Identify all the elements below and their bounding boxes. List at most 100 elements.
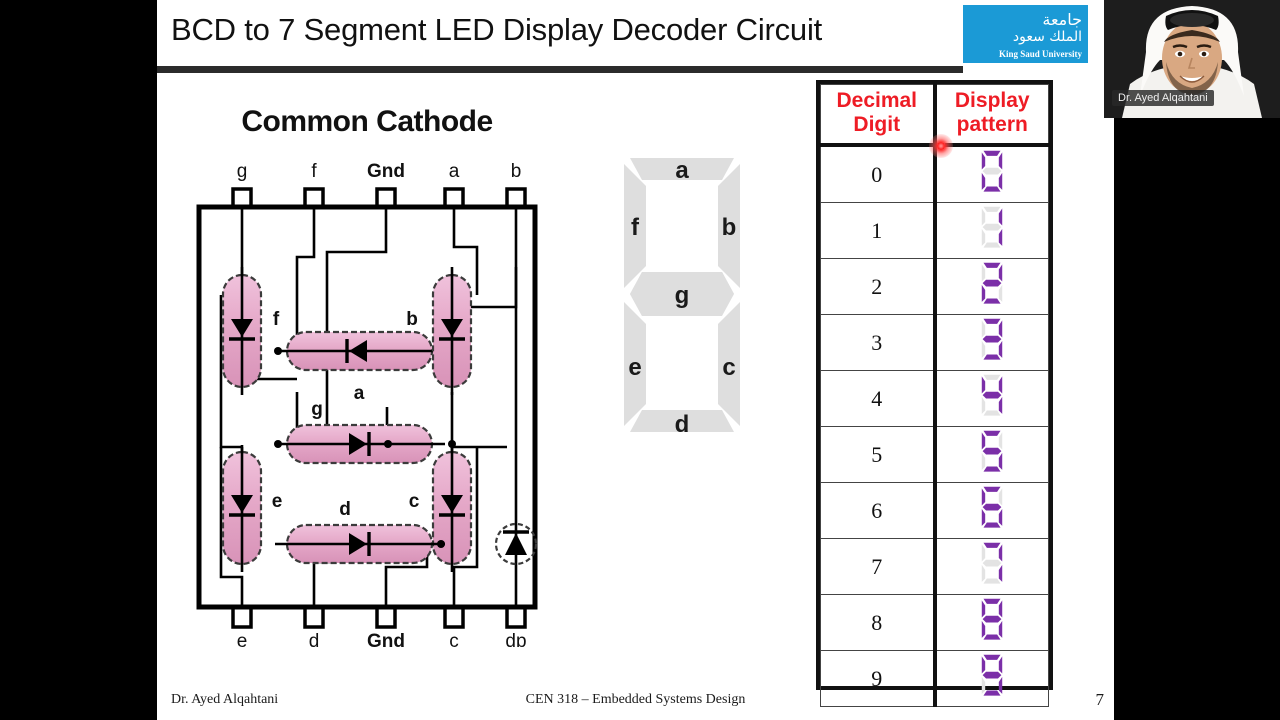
seg-a [983, 262, 1001, 269]
svg-text:Gnd: Gnd [367, 631, 405, 647]
seg-d [983, 186, 1001, 192]
segment-shape-d [630, 410, 734, 432]
cell-display-pattern [934, 482, 1049, 540]
seg-c [999, 565, 1003, 583]
led-segment-a: a [274, 330, 445, 404]
cell-decimal-digit: 7 [820, 538, 937, 596]
seg-d [983, 242, 1001, 248]
seg-b [999, 656, 1003, 674]
cell-display-pattern [934, 144, 1049, 204]
led-segment-g: g [274, 399, 456, 465]
segment-shape-f [624, 164, 646, 288]
seg-f [982, 656, 986, 674]
seg-a [983, 486, 1001, 493]
segment-label-g: g [675, 282, 690, 309]
seg-f [982, 320, 986, 338]
footer-page-number: 7 [1095, 690, 1105, 709]
seg-f [982, 208, 986, 226]
svg-text:g: g [311, 399, 323, 420]
led-segment-dp [494, 522, 538, 566]
seg-b [999, 600, 1003, 618]
seg-a [983, 598, 1001, 605]
cell-display-pattern [934, 314, 1049, 372]
circuit-schematic-svg: g f Gnd a b e d Gnd c dp [196, 161, 538, 647]
seg-a [983, 374, 1001, 381]
cell-display-pattern [934, 650, 1049, 708]
seg-b [999, 208, 1003, 226]
cell-display-pattern [934, 594, 1049, 652]
svg-text:d: d [309, 631, 320, 647]
seven-segment-glyph [982, 262, 1003, 304]
seg-f [982, 600, 986, 618]
seg-d [983, 410, 1001, 416]
svg-text:d: d [339, 499, 351, 520]
seg-e [982, 397, 986, 415]
seg-c [999, 285, 1003, 303]
table-row: 7 [820, 538, 1049, 596]
segment-label-d: d [675, 411, 690, 438]
seg-a [983, 542, 1001, 549]
seven-segment-glyph [982, 318, 1003, 360]
led-segment-d: d [275, 499, 445, 565]
table-row: 4 [820, 370, 1049, 428]
seg-d [983, 522, 1001, 528]
cell-decimal-digit: 9 [820, 650, 937, 708]
webcam-video-tile[interactable]: Dr. Ayed Alqahtani [1104, 0, 1280, 118]
seg-c [999, 677, 1003, 695]
cell-decimal-digit: 3 [820, 314, 937, 372]
seg-f [982, 152, 986, 170]
webcam-participant-name: Dr. Ayed Alqahtani [1112, 90, 1214, 106]
seg-e [982, 341, 986, 359]
seg-g [982, 616, 1002, 623]
table-row: 3 [820, 314, 1049, 372]
common-cathode-circuit-diagram: Common Cathode [177, 105, 557, 665]
seg-d [983, 354, 1001, 360]
seven-segment-glyph [982, 430, 1003, 472]
seg-c [999, 621, 1003, 639]
led-segment-e: e [221, 445, 282, 572]
seg-d [983, 578, 1001, 584]
seg-e [982, 677, 986, 695]
cell-display-pattern [934, 426, 1049, 484]
seven-segment-glyph [982, 654, 1003, 696]
svg-text:c: c [449, 631, 459, 647]
seg-d [983, 690, 1001, 696]
seg-e [982, 453, 986, 471]
seg-g [982, 224, 1002, 231]
segment-label-c: c [722, 354, 735, 381]
svg-text:f: f [273, 309, 280, 330]
seg-d [983, 298, 1001, 304]
cell-display-pattern [934, 258, 1049, 316]
seg-e [982, 509, 986, 527]
header-decimal-digit: Decimal Digit [820, 84, 937, 148]
seg-a [983, 318, 1001, 325]
seg-e [982, 285, 986, 303]
cell-decimal-digit: 4 [820, 370, 937, 428]
table-row: 1 [820, 202, 1049, 260]
title-underline-bar [157, 66, 963, 73]
table-row: 2 [820, 258, 1049, 316]
seg-f [982, 264, 986, 282]
seg-a [983, 150, 1001, 157]
segment-shape-a [630, 158, 734, 180]
seg-b [999, 432, 1003, 450]
seg-b [999, 152, 1003, 170]
king-saud-university-logo: جامعة الملك سعود King Saud University [963, 5, 1088, 63]
seg-e [982, 565, 986, 583]
seven-segment-glyph [982, 542, 1003, 584]
seg-g [982, 280, 1002, 287]
seg-e [982, 173, 986, 191]
led-segment-f: f [221, 267, 280, 395]
cell-decimal-digit: 6 [820, 482, 937, 540]
seg-c [999, 229, 1003, 247]
segment-shape-b [718, 164, 740, 288]
table-header-row: Decimal Digit Display pattern [820, 84, 1049, 148]
seg-d [983, 634, 1001, 640]
seg-g [982, 672, 1002, 679]
cell-decimal-digit: 0 [820, 144, 937, 204]
cell-decimal-digit: 5 [820, 426, 937, 484]
seg-d [983, 466, 1001, 472]
seg-g [982, 560, 1002, 567]
